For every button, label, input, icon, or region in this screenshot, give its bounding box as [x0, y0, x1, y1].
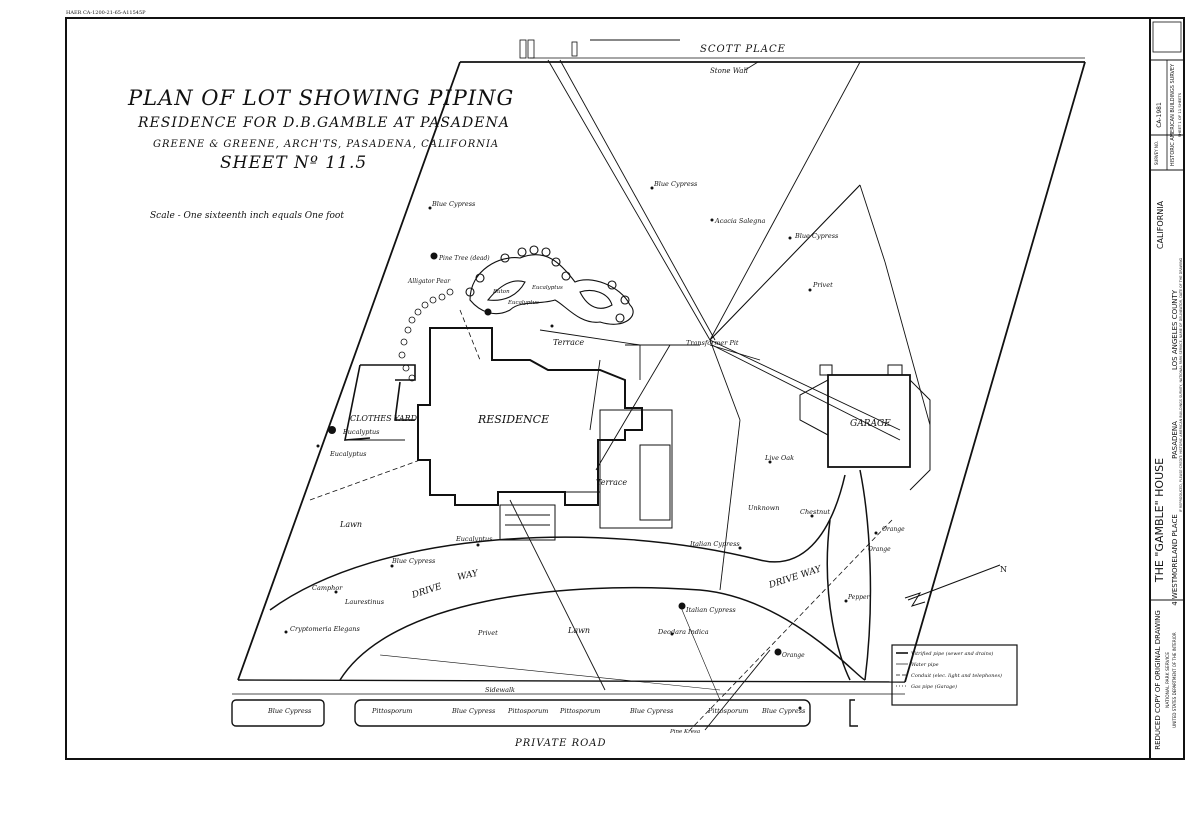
- plant-label: Blue Cypress: [391, 557, 436, 565]
- north-label: N: [1000, 565, 1007, 574]
- plant-label: Privet: [812, 281, 833, 289]
- plant-label: Laurestinus: [344, 598, 385, 606]
- drive-way-left-1: DRIVE: [410, 582, 444, 601]
- pipe-legend: Vitrified pipe (sewer and drains) Water …: [891, 644, 1018, 706]
- titleblock-county: LOS ANGELES COUNTY: [1171, 289, 1179, 370]
- road-plant: Pittosporum: [559, 707, 600, 715]
- tree-markers: [284, 186, 878, 710]
- road-plant: Pittosporum: [507, 707, 548, 715]
- plant-label: Eucalyptus: [342, 428, 380, 436]
- garage-label: GARAGE: [850, 419, 891, 429]
- drive-way: [269, 469, 872, 681]
- titleblock-sheet: SHEET 1 OF 11 SHEETS: [1177, 92, 1182, 137]
- road-plant: Blue Cypress: [629, 707, 674, 715]
- plant-label: Eucalyptus: [329, 450, 367, 458]
- pine-kresa-label: Pine Kresa: [669, 729, 700, 735]
- residence-building: [417, 327, 643, 506]
- plant-label: Eucalyptus: [455, 535, 493, 543]
- road-plant: Pittosporum: [371, 707, 412, 715]
- plant-label: Privet: [477, 629, 498, 637]
- legend-item: Conduit (elec. light and telephones): [911, 672, 1002, 679]
- titleblock-survey-label: SURVEY NO.: [1154, 141, 1159, 165]
- titleblock-credit: IF REPRODUCED, PLEASE CREDIT: HISTORIC A…: [1179, 258, 1183, 513]
- title-line4: SHEET Nº 11.5: [220, 153, 367, 173]
- plant-label: Live Oak: [764, 454, 794, 462]
- road-plant: Blue Cypress: [761, 707, 806, 715]
- lawn-label: Lawn: [339, 520, 362, 529]
- plant-label: Alligator Pear: [407, 278, 451, 285]
- plant-label: Pine Tree (dead): [438, 255, 490, 262]
- road-plant: Blue Cypress: [451, 707, 496, 715]
- terrace-north-label: Terrace: [553, 338, 584, 347]
- shrub-row: [398, 288, 454, 382]
- lot-outline: [237, 39, 1086, 691]
- pipe-lines: [509, 59, 931, 731]
- north-arrow: N: [904, 564, 1007, 607]
- plant-label: Deodara Indica: [657, 628, 709, 636]
- plant-label: Eucalyptus: [507, 300, 539, 306]
- legend-item: Water pipe: [911, 662, 939, 668]
- plant-label: Blue Cypress: [431, 200, 476, 208]
- titleblock-survey-no: CA-1981: [1156, 102, 1163, 128]
- plant-label: Eucalyptus: [531, 285, 563, 291]
- garage-building: [799, 364, 931, 491]
- plant-label: Acacia Salegna: [714, 217, 765, 225]
- road-plant: Pittosporum: [707, 707, 748, 715]
- header-code: HAER CA-1200-21-65-A11545P: [66, 10, 146, 16]
- legend-item: Vitrified pipe (sewer and drains): [911, 650, 993, 657]
- clothes-yard-label: CLOTHES YARD: [350, 414, 418, 423]
- sidewalk-label: Sidewalk: [485, 686, 515, 694]
- plant-label: Chestnut: [800, 508, 830, 516]
- titleblock-interior: UNITED STATES DEPARTMENT OF THE INTERIOR: [1172, 632, 1177, 728]
- titleblock-house: THE "GAMBLE" HOUSE: [1153, 458, 1166, 583]
- clothes-yard: [344, 364, 416, 441]
- plant-label: Orange: [882, 526, 905, 533]
- lawn-label: Lawn: [567, 626, 590, 635]
- conduit-lines: [309, 309, 893, 731]
- plant-label: Pepper: [847, 594, 871, 601]
- stone-wall-arrow: [744, 61, 759, 71]
- plant-label: Blue Cypress: [794, 232, 839, 240]
- title-line2: RESIDENCE FOR D.B.GAMBLE AT PASADENA: [137, 115, 510, 131]
- scale-note: Scale - One sixteenth inch equals One fo…: [150, 211, 344, 221]
- plant-label: Unknown: [748, 504, 779, 512]
- plant-label: Italian Cypress: [685, 606, 736, 614]
- plant-label: Blue Cypress: [653, 180, 698, 188]
- scott-place-label: SCOTT PLACE: [700, 44, 786, 55]
- titleblock-habs: HISTORIC AMERICAN BUILDINGS SURVEY: [1170, 63, 1176, 166]
- sheet-border: [65, 17, 1185, 760]
- terrace-south-label: Terrace: [596, 478, 627, 487]
- road-plant: Blue Cypress: [267, 707, 312, 715]
- gate-posts: [519, 39, 578, 59]
- road-planting-strip: [231, 693, 905, 727]
- private-road-label: PRIVATE ROAD: [514, 738, 607, 749]
- titleblock-address: 4 WESTMORELAND PLACE: [1171, 514, 1179, 606]
- stone-wall-label: Stone Wall: [710, 67, 748, 75]
- drive-way-left-2: WAY: [457, 569, 481, 583]
- legend-item: Gas pipe (Garage): [911, 683, 957, 690]
- drive-way-right: DRIVE WAY: [767, 564, 824, 591]
- titleblock-state: CALIFORNIA: [1156, 200, 1165, 249]
- plant-label: Orange: [868, 546, 891, 553]
- garden-pond: [465, 245, 634, 325]
- road-plant-labels: Blue Cypress Pittosporum Blue Cypress Pi…: [267, 707, 806, 715]
- transformer-label: Transformer Pit: [686, 339, 739, 347]
- plant-label: Buton: [492, 289, 510, 295]
- plant-label: Camphor: [312, 584, 343, 592]
- drawing-title: PLAN OF LOT SHOWING PIPING RESIDENCE FOR…: [127, 86, 514, 221]
- title-line3: GREENE & GREENE, ARCH'TS, PASADENA, CALI…: [153, 139, 499, 150]
- south-terrace-walls: [499, 409, 673, 541]
- plant-label: Orange: [782, 652, 805, 659]
- plant-labels: Blue Cypress Blue Cypress Blue Cypress B…: [290, 180, 905, 659]
- titleblock-reduced: REDUCED COPY OF ORIGINAL DRAWING: [1154, 610, 1162, 750]
- plant-label: Italian Cypress: [689, 540, 740, 548]
- residence-label: RESIDENCE: [477, 413, 549, 426]
- titleblock-city: PASADENA: [1171, 421, 1179, 459]
- title-block: THE "GAMBLE" HOUSE 4 WESTMORELAND PLACE …: [1150, 21, 1184, 750]
- title-line1: PLAN OF LOT SHOWING PIPING: [127, 86, 514, 110]
- plant-label: Cryptomeria Elegans: [290, 625, 360, 633]
- titleblock-nps: NATIONAL PARK SERVICE: [1165, 652, 1171, 708]
